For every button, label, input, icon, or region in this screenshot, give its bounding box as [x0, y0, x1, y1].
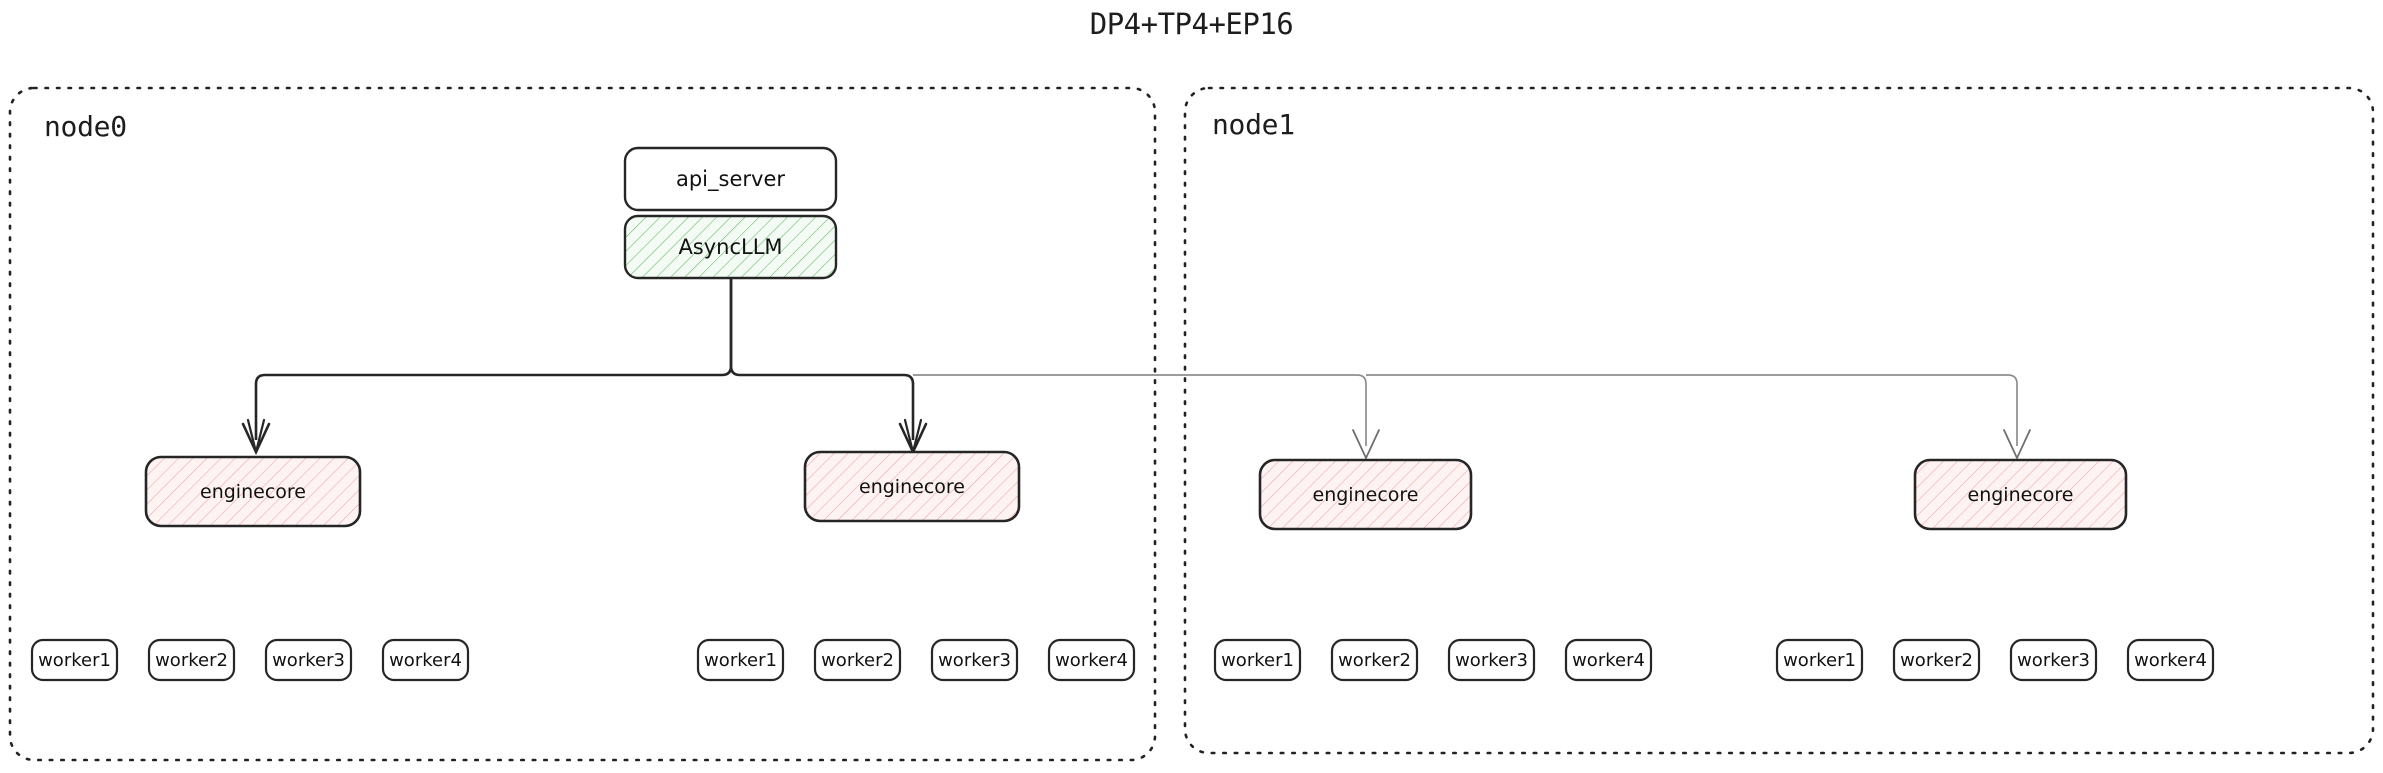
worker-box[interactable]	[1775, 638, 1864, 682]
node1-worker-group-0	[1213, 638, 1653, 682]
node0-label: node0	[44, 110, 127, 143]
node0-enginecore-box-1[interactable]	[803, 450, 1021, 523]
worker-box[interactable]	[813, 638, 902, 682]
worker-box[interactable]	[381, 638, 470, 682]
worker-box[interactable]	[930, 638, 1019, 682]
node0-worker-group-1	[696, 638, 1136, 682]
worker-box[interactable]	[30, 638, 119, 682]
worker-box[interactable]	[1330, 638, 1419, 682]
node1-frame	[1183, 86, 2375, 755]
node0-enginecore-box-0[interactable]	[144, 455, 362, 528]
api-server-box[interactable]	[623, 146, 838, 212]
node0-frame	[8, 86, 1157, 762]
node1-worker-group-1	[1775, 638, 2215, 682]
async-llm-box[interactable]	[623, 214, 838, 280]
worker-box[interactable]	[1892, 638, 1981, 682]
worker-box[interactable]	[696, 638, 785, 682]
worker-box[interactable]	[147, 638, 236, 682]
worker-box[interactable]	[1213, 638, 1302, 682]
node1-enginecore-box-0[interactable]	[1258, 458, 1473, 531]
node1-label: node1	[1212, 108, 1295, 141]
node1-enginecore-box-1[interactable]	[1913, 458, 2128, 531]
node0-worker-group-0	[30, 638, 470, 682]
worker-box[interactable]	[1447, 638, 1536, 682]
worker-box[interactable]	[2126, 638, 2215, 682]
worker-box[interactable]	[264, 638, 353, 682]
worker-box[interactable]	[2009, 638, 2098, 682]
page-title: DP4+TP4+EP16	[1089, 7, 1294, 41]
worker-box[interactable]	[1047, 638, 1136, 682]
worker-box[interactable]	[1564, 638, 1653, 682]
connector-group	[241, 278, 2031, 461]
